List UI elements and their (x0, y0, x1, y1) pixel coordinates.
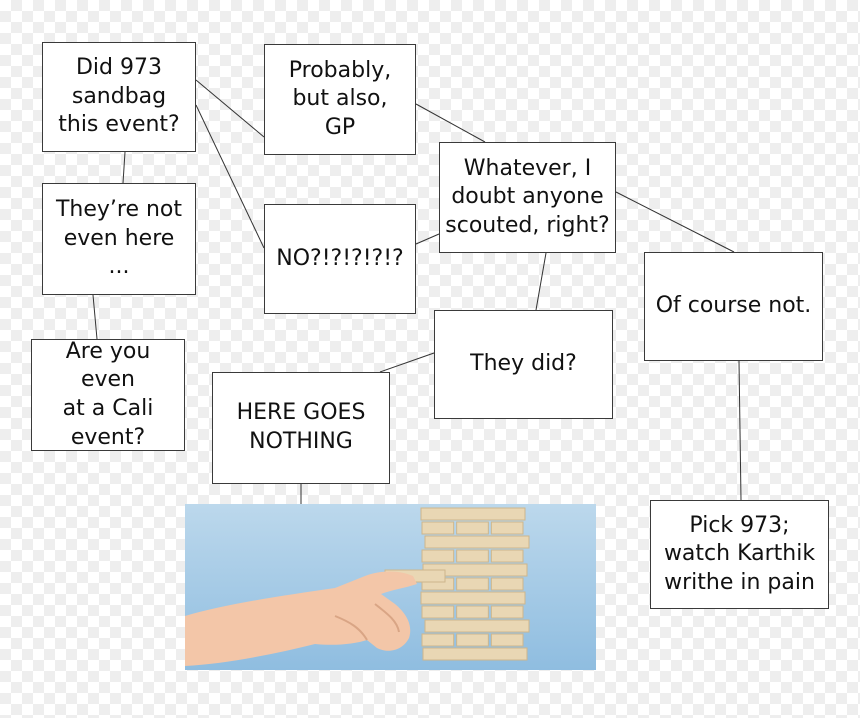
node-cali-text: Are you even at a Cali event? (62, 338, 154, 450)
connector-they-did-here-goes (379, 352, 435, 373)
jenga-block (490, 633, 524, 647)
jenga-block (422, 647, 528, 661)
jenga-block (421, 549, 455, 563)
connector-sandbag-probably (195, 79, 265, 138)
jenga-block (421, 605, 455, 619)
jenga-block (456, 633, 489, 647)
connector-sandbag-not-here (122, 151, 126, 184)
jenga-block (420, 507, 526, 521)
node-not-here-text: They’re not even here ... (55, 197, 183, 280)
jenga-block (421, 633, 455, 647)
node-pick-973: Pick 973; watch Karthik writhe in pain (650, 500, 829, 609)
node-here-goes-nothing: HERE GOES NOTHING (212, 372, 390, 484)
jenga-block (490, 577, 524, 591)
connector-sandbag-no (195, 104, 265, 249)
connector-whatever-they-did (535, 252, 547, 311)
jenga-block (456, 605, 489, 619)
node-they-did: They did? (434, 310, 613, 419)
node-not-here: They’re not even here ... (42, 183, 196, 295)
node-whatever-text: Whatever, I doubt anyone scouted, right? (445, 155, 610, 238)
node-probably-text: Probably, but also, GP (288, 57, 392, 140)
jenga-block (456, 577, 489, 591)
jenga-block (424, 535, 530, 549)
connector-no-whatever (415, 233, 440, 245)
jenga-block (490, 549, 524, 563)
node-no: NO?!?!?!?!? (264, 204, 416, 314)
node-here-goes-text: HERE GOES NOTHING (236, 400, 366, 454)
jenga-block (456, 521, 489, 535)
jenga-block (490, 605, 524, 619)
jenga-photo (185, 504, 596, 670)
jenga-block (456, 549, 489, 563)
node-pick-text: Pick 973; watch Karthik writhe in pain (663, 512, 816, 595)
jenga-block (490, 521, 524, 535)
jenga-block (420, 591, 526, 605)
connector-of-course-pick (738, 360, 742, 501)
node-sandbag-question: Did 973 sandbag this event? (42, 42, 196, 152)
node-of-course-not: Of course not. (644, 252, 823, 361)
node-of-course-text: Of course not. (655, 293, 812, 319)
jenga-block (424, 619, 530, 633)
node-no-text: NO?!?!?!?!? (276, 245, 404, 271)
node-sandbag-text: Did 973 sandbag this event? (58, 55, 180, 138)
node-cali-question: Are you even at a Cali event? (31, 339, 185, 451)
connector-probably-whatever (415, 103, 486, 143)
jenga-tower (384, 507, 530, 661)
hand-icon (185, 571, 417, 666)
connector-whatever-of-course (615, 191, 735, 253)
connector-not-here-cali (92, 294, 98, 340)
node-they-did-text: They did? (470, 351, 577, 377)
node-probably: Probably, but also, GP (264, 44, 416, 155)
jenga-block (421, 521, 455, 535)
node-whatever: Whatever, I doubt anyone scouted, right? (439, 142, 616, 253)
